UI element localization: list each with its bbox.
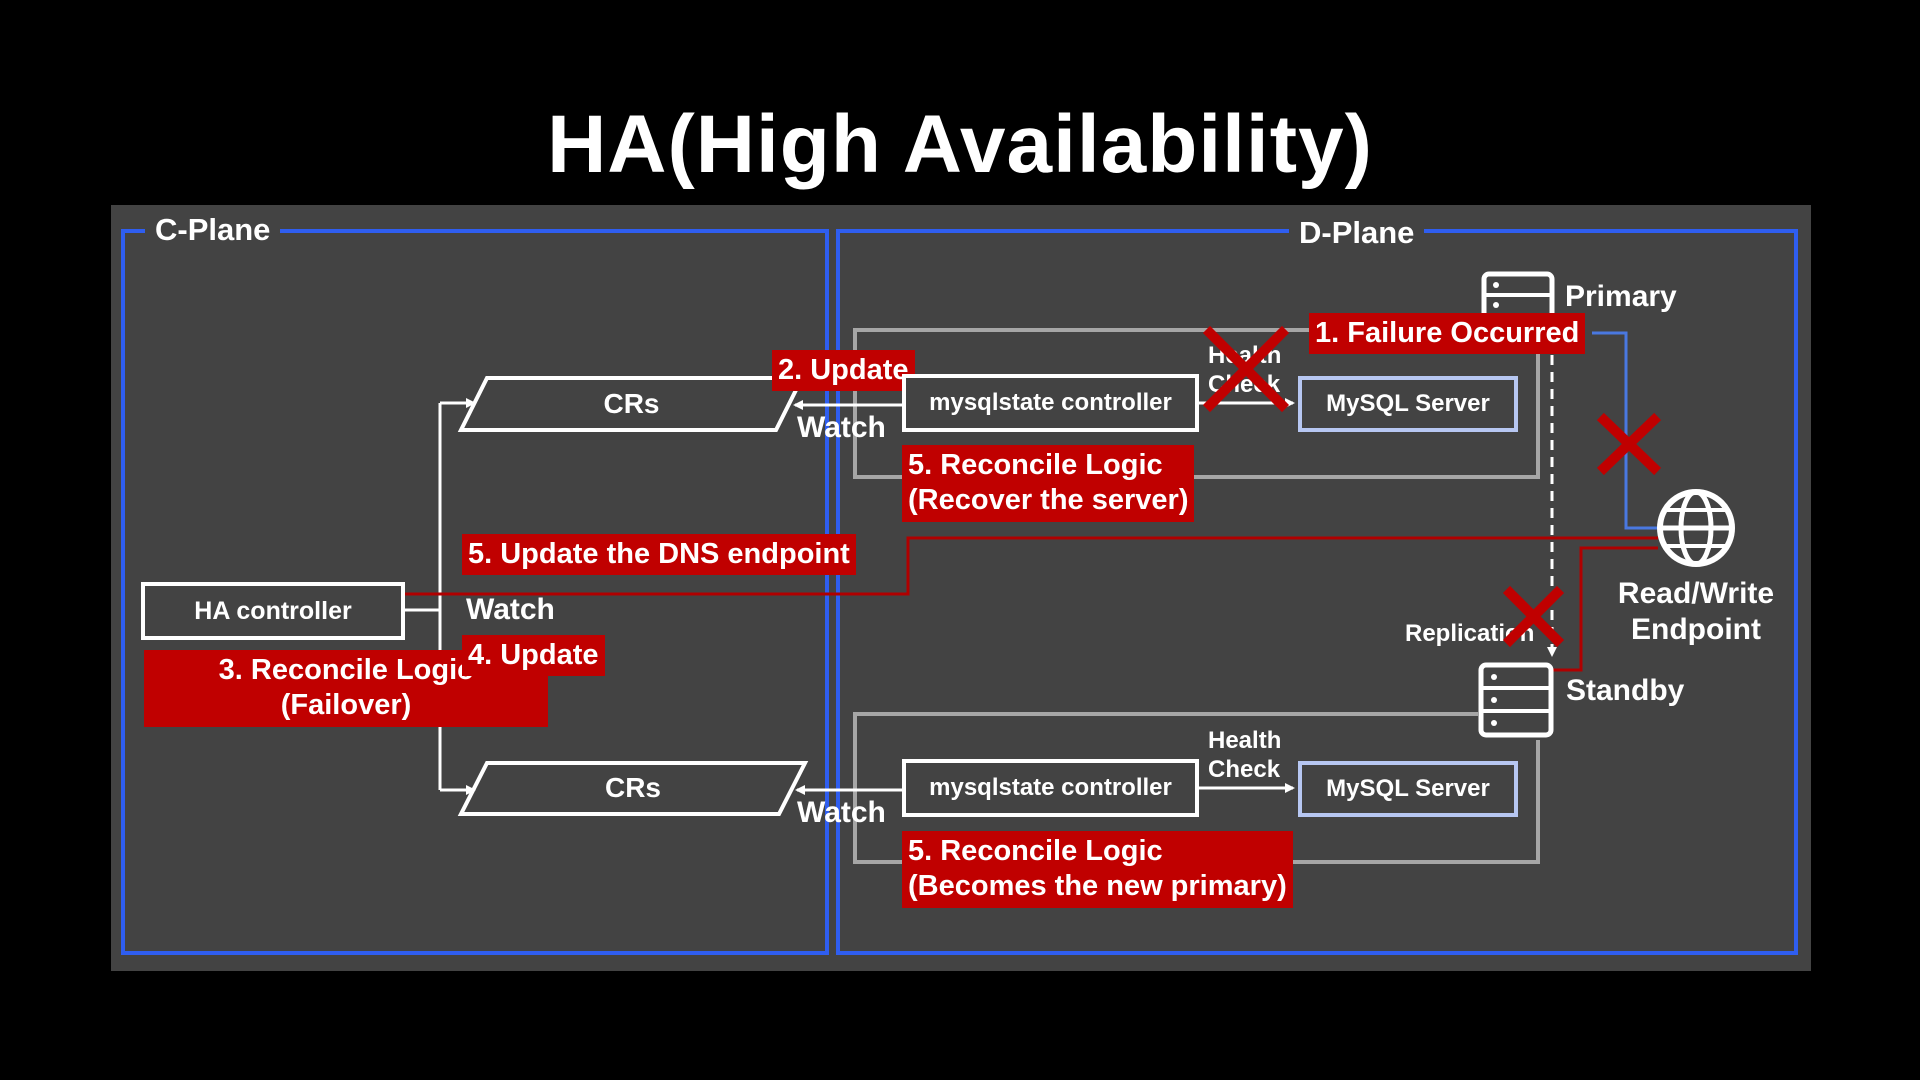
d-plane-label: D-Plane — [1289, 215, 1425, 251]
bottom-watch-label: Watch — [797, 796, 886, 829]
replication-label: Replication — [1405, 620, 1535, 647]
bottom-mysqlstate-controller: mysqlstate controller — [902, 759, 1199, 817]
top-controller-label: mysqlstate controller — [929, 389, 1172, 416]
c-plane-border — [121, 229, 829, 955]
ha-controller-label: HA controller — [194, 596, 352, 625]
top-health-line1: Health — [1208, 342, 1282, 369]
endpoint-line2: Endpoint — [1631, 613, 1761, 646]
crs-top-shape — [457, 376, 806, 432]
reconcile-new-primary-badge: 5. Reconcile Logic (Becomes the new prim… — [902, 831, 1293, 908]
reconcile-failover-line2: (Failover) — [280, 689, 412, 722]
reconcile-recover-badge: 5. Reconcile Logic (Recover the server) — [902, 445, 1195, 522]
update-dns-badge: 5. Update the DNS endpoint — [462, 534, 856, 576]
reconcile-new-primary-line1: 5. Reconcile Logic — [908, 835, 1163, 867]
crs-top-label: CRs — [603, 387, 660, 419]
bottom-group-frame — [853, 712, 1540, 864]
standby-label: Standby — [1566, 674, 1685, 707]
primary-label: Primary — [1565, 280, 1677, 313]
top-mysql-label: MySQL Server — [1326, 390, 1490, 417]
bottom-mysql-server: MySQL Server — [1298, 761, 1518, 817]
bottom-controller-label: mysqlstate controller — [929, 774, 1172, 801]
reconcile-recover-line1: 5. Reconcile Logic — [908, 449, 1163, 481]
c-plane-label: C-Plane — [145, 212, 281, 248]
crs-bottom-shape — [457, 761, 809, 816]
failure-occurred-badge: 1. Failure Occurred — [1309, 313, 1586, 355]
top-health-line2: Check — [1208, 370, 1281, 398]
globe-icon — [1657, 489, 1735, 567]
bottom-health-line2: Check — [1208, 755, 1281, 783]
top-mysql-server: MySQL Server — [1298, 376, 1518, 432]
crs-bottom-label: CRs — [604, 772, 661, 804]
bottom-health-check-label: Health Check — [1208, 727, 1281, 785]
page-title: HA(High Availability) — [547, 99, 1373, 190]
reconcile-failover-line1: 3. Reconcile Logic — [218, 654, 474, 686]
top-watch-label: Watch — [797, 411, 886, 444]
endpoint-label: Read/Write Endpoint — [1596, 576, 1796, 648]
ha-controller-box: HA controller — [141, 582, 405, 640]
standby-server-icon — [1478, 662, 1554, 738]
reconcile-recover-line2: (Recover the server) — [908, 484, 1189, 517]
bottom-health-line1: Health — [1208, 727, 1282, 754]
endpoint-line1: Read/Write — [1617, 577, 1775, 610]
c-plane-watch-label: Watch — [466, 593, 555, 626]
bottom-mysql-label: MySQL Server — [1326, 775, 1490, 802]
top-group-frame — [853, 328, 1540, 479]
update2-badge: 2. Update — [772, 350, 915, 392]
reconcile-new-primary-line2: (Becomes the new primary) — [908, 870, 1287, 903]
top-mysqlstate-controller: mysqlstate controller — [902, 374, 1199, 432]
top-health-check-label: Health Check — [1208, 342, 1281, 400]
update4-badge: 4. Update — [462, 635, 605, 677]
